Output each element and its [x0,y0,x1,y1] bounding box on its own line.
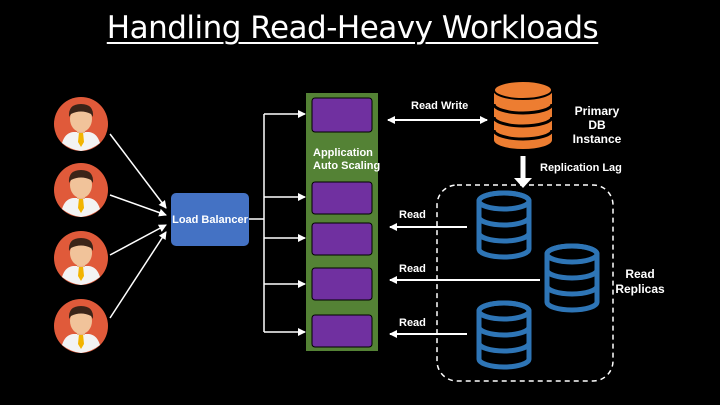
app-auto-scaling-panel [306,93,378,351]
primary-db-label: Primary DB Instance [572,104,622,146]
read-label-2: Read [399,263,426,275]
read-replicas-group [436,184,614,382]
read-arrows [389,223,540,338]
read-replicas-label: Read Replicas [615,267,665,296]
user-icon-2 [54,163,108,217]
primary-db-icon [492,80,554,149]
app-instance-5 [311,314,373,348]
app-instance-3 [311,222,373,256]
load-balancer-box: Load Balancer [171,193,249,246]
read-label-3: Read [399,317,426,329]
replica-db-icon-2 [547,246,597,310]
app-instance-4 [311,267,373,301]
replica-db-icon-1 [479,193,529,257]
read-label-1: Read [399,209,426,221]
app-instance-1 [311,97,373,133]
lb-bracket [249,110,306,336]
user-icon-4 [54,299,108,353]
user-arrows [109,133,167,319]
user-icon-3 [54,231,108,285]
app-auto-scaling-label: Application Auto Scaling [313,147,381,172]
page-title: Handling Read-Heavy Workloads [106,10,599,46]
user-icon-1 [54,97,108,151]
replica-db-icon-3 [479,303,529,367]
read-write-label: Read Write [411,100,469,112]
app-instance-2 [311,181,373,215]
replication-lag-label: Replication Lag [540,162,622,174]
